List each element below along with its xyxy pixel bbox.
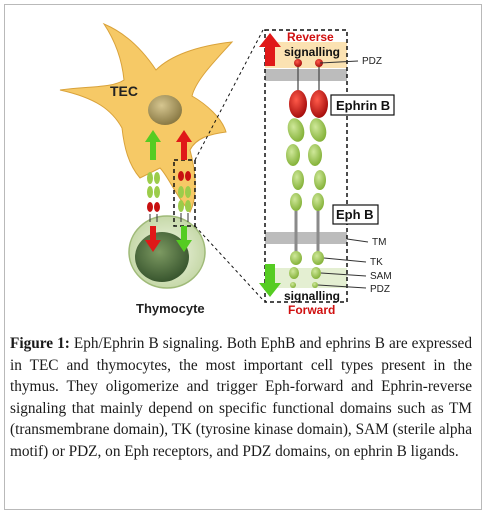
forward-label: Forward <box>288 303 335 317</box>
thymocyte-label: Thymocyte <box>136 301 205 316</box>
tec-label: TEC <box>110 83 138 99</box>
mini-receptor-right <box>178 171 191 222</box>
tm-label: TM <box>372 237 386 248</box>
reverse-label: Reverse <box>287 30 334 44</box>
reverse-signalling-label: signalling <box>284 45 340 59</box>
tec-cell <box>59 22 234 213</box>
forward-signalling-label: signalling <box>284 289 340 303</box>
top-membrane <box>265 69 347 81</box>
reverse-arrow <box>259 33 281 66</box>
forward-arrow <box>259 264 281 297</box>
mini-forward-down-arrow <box>176 226 192 252</box>
figure-illustration: TEC Thymocyte Reverse signalling <box>59 22 395 317</box>
ephrin-b-box <box>330 94 395 116</box>
ephrin-b-label: Ephrin B <box>336 98 390 113</box>
tk-label: TK <box>370 257 383 268</box>
caption-label: Figure 1: <box>10 335 70 352</box>
eph-b-box <box>332 204 379 225</box>
pdz-top-label: PDZ <box>362 56 382 67</box>
mini-reverse-up-arrow <box>176 130 192 160</box>
thymocyte-nucleus <box>135 232 189 282</box>
sam-label: SAM <box>370 271 392 282</box>
mini-reverse-down-arrow <box>145 226 161 252</box>
zoom-panel <box>264 29 348 303</box>
bottom-membrane <box>265 232 347 244</box>
eph-b-right <box>308 118 327 288</box>
mini-receptor-left <box>147 172 160 222</box>
ephrin-b-left <box>289 59 307 118</box>
figure-caption: Figure 1: Eph/Ephrin B signaling. Both E… <box>10 333 472 463</box>
pdz-bottom-label: PDZ <box>370 284 390 295</box>
caption-text: Eph/Ephrin B signaling. Both EphB and ep… <box>10 335 472 460</box>
ephrin-b-right <box>310 59 328 118</box>
eph-b-label: Eph B <box>336 207 374 222</box>
eph-b-left <box>286 118 305 288</box>
mini-forward-up-arrow <box>145 130 161 160</box>
tec-nucleus <box>148 95 182 125</box>
